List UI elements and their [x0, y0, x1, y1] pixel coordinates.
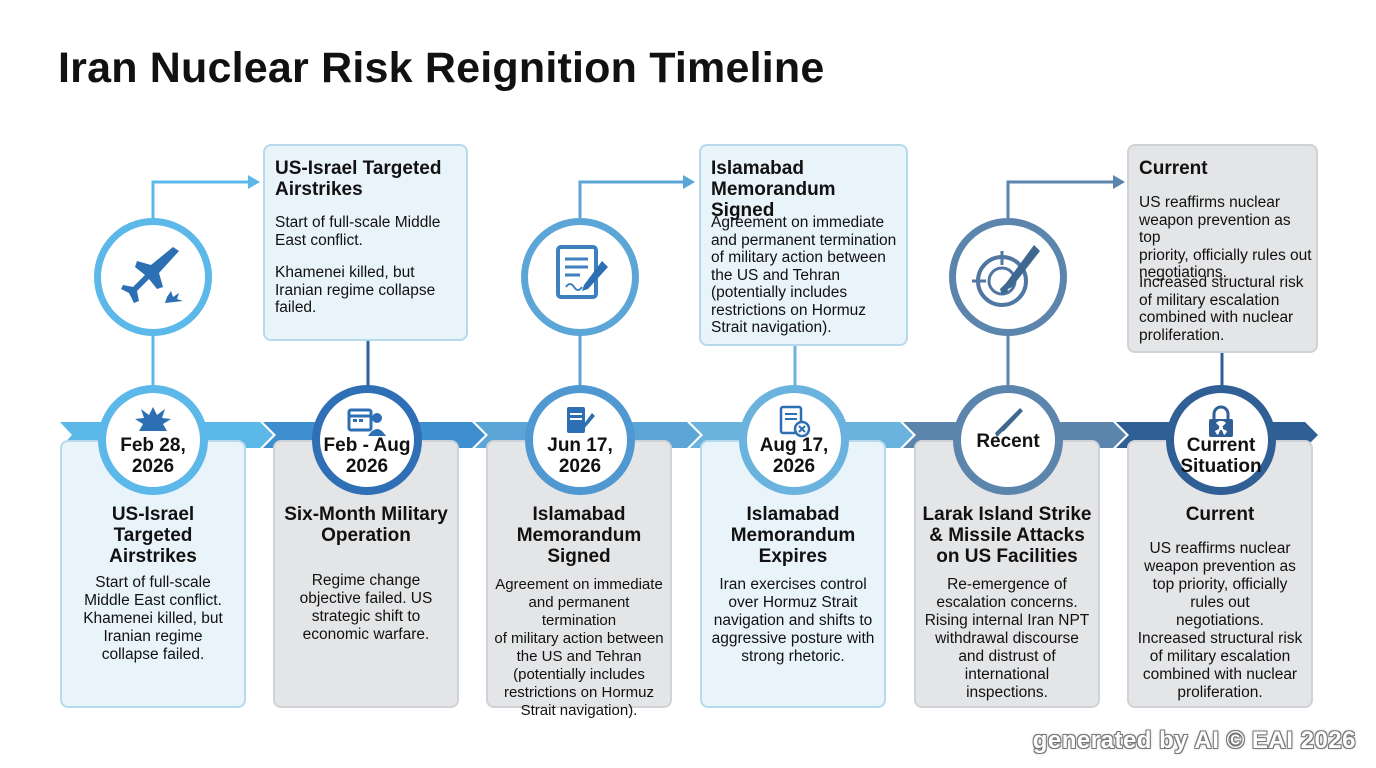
- event-card-body: Start of full-scale Middle East conflict…: [83, 574, 223, 663]
- watermark: generated by AI © EAI 2026: [1032, 727, 1356, 754]
- signed-document-icon: [567, 407, 595, 433]
- connector-lines: [151, 175, 1224, 388]
- highlight-body: Increased structural risk of military es…: [1139, 274, 1304, 344]
- event-date: Feb - Aug 2026: [323, 435, 411, 477]
- event-date: Aug 17, 2026: [759, 435, 829, 477]
- event-card-title: Islamabad Memorandum Expires: [730, 504, 856, 567]
- highlight-box-memorandum: Islamabad Memorandum Signed Agreement on…: [699, 144, 908, 346]
- fighter-jet-icon: [94, 218, 212, 336]
- event-card-feb-28: US-Israel Targeted Airstrikes Start of f…: [60, 440, 246, 708]
- highlight-title: Islamabad Memorandum Signed: [711, 158, 836, 221]
- timeline-node-recent: Recent: [953, 385, 1063, 495]
- event-card-title: Current: [1185, 504, 1255, 525]
- event-card-body: Iran exercises control over Hormuz Strai…: [711, 576, 875, 665]
- timeline-node-aug-17: Aug 17, 2026: [739, 385, 849, 495]
- event-card-body: Re-emergence of escalation concerns. Ris…: [924, 576, 1090, 701]
- highlight-body: Start of full-scale Middle East conflict…: [275, 214, 441, 249]
- timeline-node-feb-aug: Feb - Aug 2026: [312, 385, 422, 495]
- event-date: Feb 28, 2026: [120, 435, 186, 477]
- document-signing-icon: [521, 218, 639, 336]
- event-card-body: Regime change objective failed. US strat…: [299, 572, 433, 643]
- event-date: Current Situation: [1180, 435, 1262, 477]
- highlight-title: US-Israel Targeted Airstrikes: [275, 158, 442, 200]
- event-card-body: US reaffirms nuclear weapon prevention a…: [1137, 540, 1303, 701]
- expired-document-icon: [779, 405, 811, 438]
- highlight-box-current: Current US reaffirms nuclear weapon prev…: [1127, 144, 1318, 353]
- event-card-title: Six-Month Military Operation: [284, 504, 448, 546]
- event-card-body: Agreement on immediate and permanent ter…: [494, 576, 664, 719]
- timeline-node-feb-28: Feb 28, 2026: [98, 385, 208, 495]
- missile-target-icon: [949, 218, 1067, 336]
- event-card-current: Current US reaffirms nuclear weapon prev…: [1127, 440, 1313, 708]
- event-card-title: Islamabad Memorandum Signed: [516, 504, 642, 567]
- event-card-title: US-Israel Targeted Airstrikes: [109, 504, 197, 567]
- highlight-body: Agreement on immediate and permanent ter…: [711, 214, 897, 336]
- event-card-recent: Larak Island Strike & Missile Attacks on…: [914, 440, 1100, 708]
- nuclear-lock-icon: [1209, 405, 1233, 437]
- event-card-aug-17: Islamabad Memorandum Expires Iran exerci…: [700, 440, 886, 708]
- event-date: Recent: [976, 431, 1040, 452]
- explosion-icon: [135, 407, 171, 431]
- calendar-person-icon: [347, 408, 386, 436]
- highlight-box-airstrikes: US-Israel Targeted Airstrikes Start of f…: [263, 144, 468, 341]
- page-title: Iran Nuclear Risk Reignition Timeline: [58, 44, 825, 92]
- event-date: Jun 17, 2026: [547, 435, 613, 477]
- highlight-body: US reaffirms nuclear weapon prevention a…: [1139, 194, 1312, 281]
- timeline-node-current: Current Situation: [1166, 385, 1276, 495]
- timeline-node-jun-17: Jun 17, 2026: [525, 385, 635, 495]
- missile-icon: [995, 408, 1023, 437]
- highlight-title: Current: [1139, 158, 1208, 179]
- highlight-body: Khamenei killed, but Iranian regime coll…: [275, 264, 436, 316]
- event-card-title: Larak Island Strike & Missile Attacks on…: [922, 504, 1092, 567]
